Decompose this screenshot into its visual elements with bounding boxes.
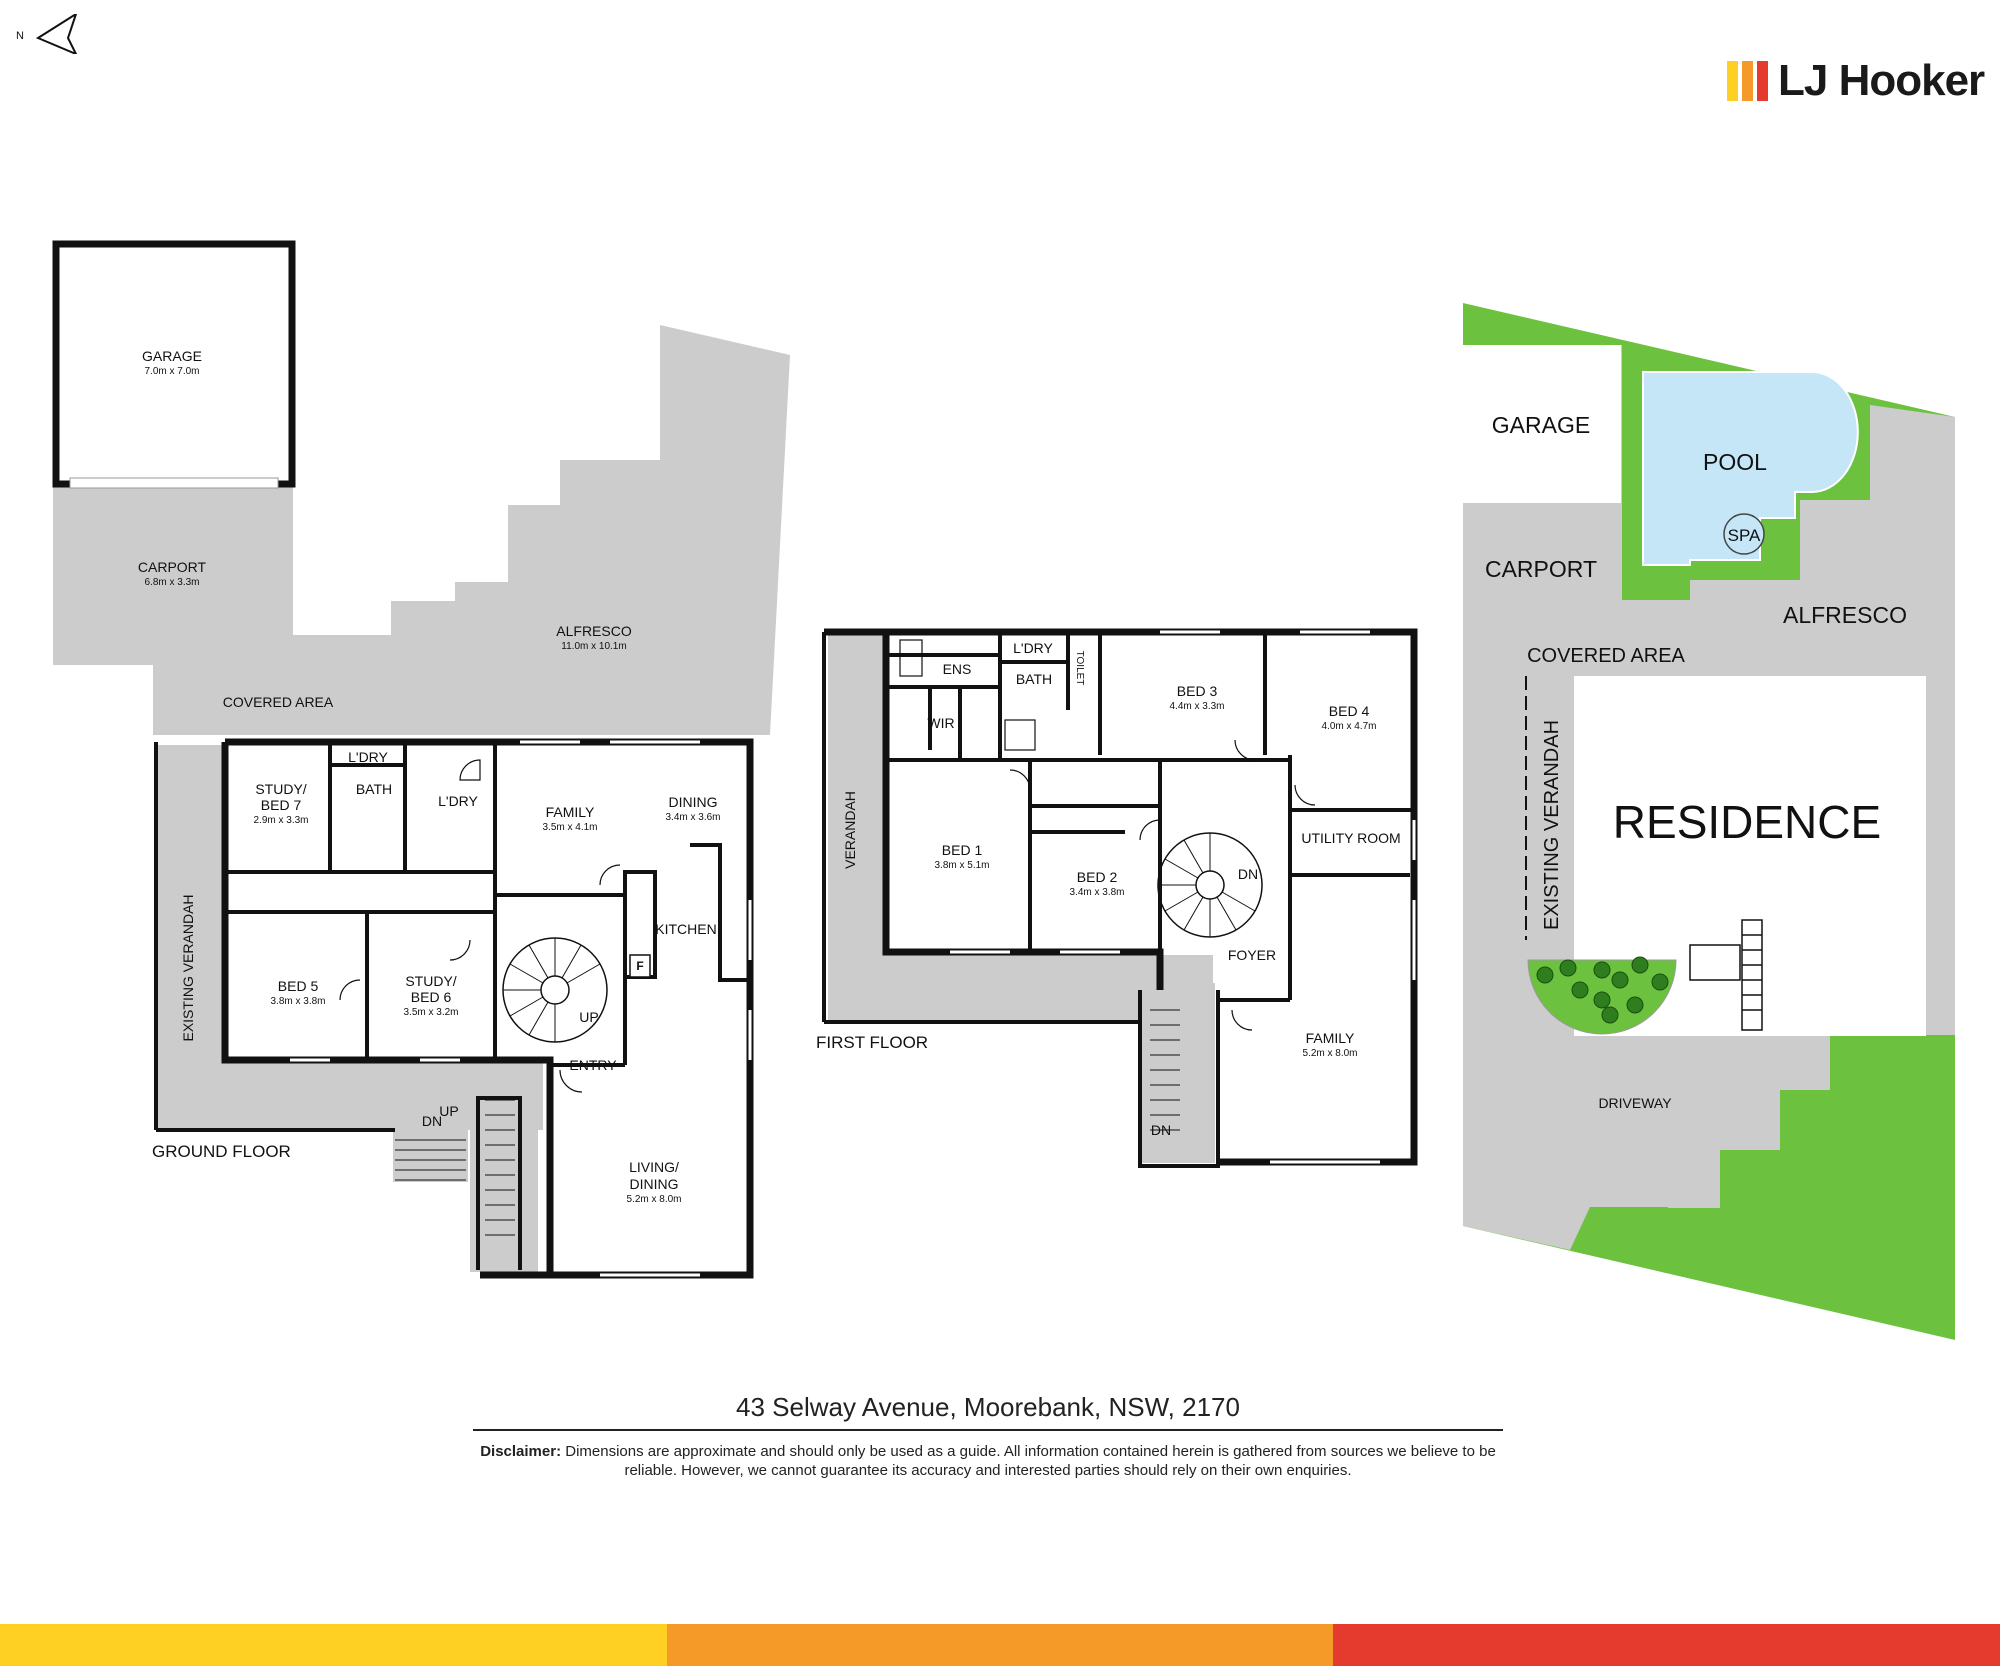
lj-hooker-logo: LJ Hooker	[1727, 55, 1985, 107]
gf-stair-dn-label: DN	[422, 1113, 442, 1129]
gf-family-label: FAMILY	[546, 804, 595, 820]
entry-label: ENTRY	[569, 1057, 617, 1073]
band-yellow	[0, 1624, 667, 1666]
disclaimer-label: Disclaimer:	[480, 1443, 562, 1460]
wir-label: WIR	[927, 715, 954, 731]
gf-covered-area-label: COVERED AREA	[223, 694, 334, 710]
gf-stair-up-label: UP	[579, 1009, 598, 1025]
gf-spiral-stair	[502, 937, 608, 1043]
site-spa	[1723, 513, 1765, 555]
gf-ext-stair-up-label: UP	[439, 1103, 458, 1119]
gf-verandah-area	[156, 745, 543, 1130]
ff-stair-area	[1140, 983, 1215, 1163]
study7-label-2: BED 7	[261, 797, 302, 813]
site-verandah-label: EXISTING VERANDAH	[1541, 720, 1563, 930]
brand-color-band	[0, 1624, 2000, 1666]
bed5-size: 3.8m x 3.8m	[270, 996, 325, 1007]
gf-laundry-label: L'DRY	[438, 793, 478, 809]
garden-shrubs	[1536, 956, 1669, 1024]
garage-size: 7.0m x 7.0m	[144, 366, 199, 377]
alfresco-area	[391, 325, 790, 735]
gf-bath-label: BATH	[356, 781, 392, 797]
toilet-label: TOILET	[1074, 651, 1085, 686]
ff-spiral-stair	[1157, 832, 1263, 938]
bed1-label: BED 1	[942, 842, 983, 858]
living-size: 5.2m x 8.0m	[626, 1194, 681, 1205]
gf-entry-stairs	[395, 1099, 515, 1236]
address-divider	[473, 1429, 1503, 1431]
bed3-size: 4.4m x 3.3m	[1169, 701, 1224, 712]
bed2-size: 3.4m x 3.8m	[1069, 887, 1124, 898]
ff-family-size: 5.2m x 8.0m	[1302, 1048, 1357, 1059]
ff-laundry-label: L'DRY	[1013, 640, 1053, 656]
living-label-2: DINING	[630, 1176, 679, 1192]
garage-label: GARAGE	[142, 348, 202, 364]
gf-verandah-label: EXISTING VERANDAH	[180, 894, 196, 1041]
site-garage-area	[1463, 345, 1621, 503]
study6-size: 3.5m x 3.2m	[403, 1007, 458, 1018]
ground-floor-plan: GARAGE 7.0m x 7.0m CARPORT 6.8m x 3.3m C…	[52, 240, 790, 1279]
ff-exterior-stairs	[1150, 1009, 1180, 1131]
band-red	[1333, 1624, 2000, 1666]
foyer-label: FOYER	[1228, 947, 1276, 963]
ff-bath-label: BATH	[1016, 671, 1052, 687]
site-pool	[1642, 371, 1859, 566]
utility-room-label: UTILITY ROOM	[1301, 830, 1400, 846]
carport-label: CARPORT	[138, 559, 207, 575]
site-driveway-label: DRIVEWAY	[1598, 1095, 1672, 1111]
property-address: 43 Selway Avenue, Moorebank, NSW, 2170	[736, 1392, 1240, 1422]
bed1-size: 3.8m x 5.1m	[934, 860, 989, 871]
gf-small-laundry-label: L'DRY	[348, 749, 388, 765]
garage-walls	[52, 240, 296, 488]
site-pool-label: POOL	[1703, 449, 1767, 475]
north-label: N	[16, 30, 24, 42]
site-covered-area-label: COVERED AREA	[1527, 645, 1685, 667]
dining-label: DINING	[669, 794, 718, 810]
study6-label-1: STUDY/	[405, 973, 456, 989]
ensuite-label: ENS	[943, 661, 972, 677]
bed2-label: BED 2	[1077, 869, 1118, 885]
ff-family-label: FAMILY	[1306, 1030, 1355, 1046]
study6-label-2: BED 6	[411, 989, 452, 1005]
brand-name: LJ Hooker	[1778, 56, 1985, 105]
bed4-size: 4.0m x 4.7m	[1321, 721, 1376, 732]
north-arrow-icon	[35, 11, 79, 56]
first-floor-plan: VERANDAH ENS L'DRY BATH TOILET WIR BED 3…	[816, 628, 1418, 1168]
gf-entry-steps	[393, 1092, 468, 1182]
site-alfresco-label: ALFRESCO	[1783, 602, 1907, 628]
ff-stair-dn-label: DN	[1238, 866, 1258, 882]
living-label-1: LIVING/	[629, 1159, 679, 1175]
logo-bars-icon	[1727, 61, 1768, 101]
alfresco-size: 11.0m x 10.1m	[561, 641, 626, 652]
bed4-label: BED 4	[1329, 703, 1370, 719]
site-residence-label: RESIDENCE	[1613, 796, 1881, 848]
fridge-label: F	[636, 959, 643, 973]
site-garage-label: GARAGE	[1492, 412, 1590, 438]
site-carport-label: CARPORT	[1485, 556, 1597, 582]
ff-ext-stair-dn-label: DN	[1151, 1122, 1171, 1138]
first-floor-title: FIRST FLOOR	[816, 1033, 928, 1052]
site-spa-label: SPA	[1728, 526, 1761, 545]
study7-size: 2.9m x 3.3m	[253, 815, 308, 826]
study7-label-1: STUDY/	[255, 781, 306, 797]
band-orange	[666, 1624, 1334, 1666]
disclaimer: Disclaimer: Dimensions are approximate a…	[473, 1442, 1503, 1480]
north-compass: N	[16, 11, 86, 59]
carport-size: 6.8m x 3.3m	[144, 577, 199, 588]
bed3-label: BED 3	[1177, 683, 1218, 699]
ground-floor-title: GROUND FLOOR	[152, 1142, 291, 1161]
bed5-label: BED 5	[278, 978, 319, 994]
gf-side-stair	[470, 1092, 538, 1272]
gf-family-size: 3.5m x 4.1m	[542, 822, 597, 833]
gf-covered-area	[153, 635, 393, 735]
kitchen-label: KITCHEN	[655, 921, 716, 937]
site-plan: GARAGE CARPORT POOL SPA ALFRESCO COVERED…	[1463, 303, 1955, 1340]
site-stairs	[1689, 919, 1763, 1031]
dining-size: 3.4m x 3.6m	[665, 812, 720, 823]
alfresco-label: ALFRESCO	[556, 623, 632, 639]
disclaimer-text: Dimensions are approximate and should on…	[565, 1443, 1496, 1479]
ff-verandah-label: VERANDAH	[842, 791, 858, 869]
